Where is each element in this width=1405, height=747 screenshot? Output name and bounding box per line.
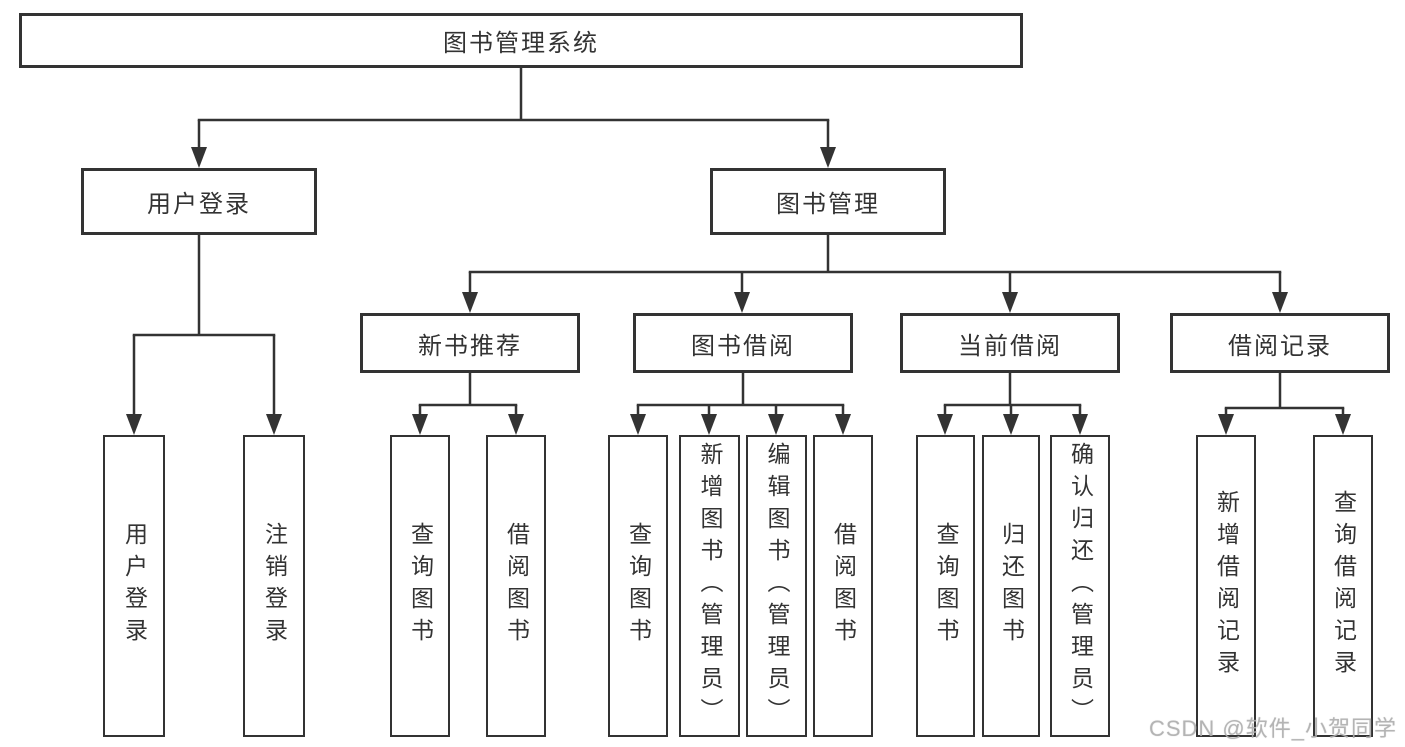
leaf-query-books-borrow: 查询图书 [608,435,668,737]
node-new-book-recommend: 新书推荐 [360,313,580,373]
node-user-login: 用户登录 [81,168,317,235]
leaf-query-books-recommend: 查询图书 [390,435,450,737]
node-current-borrow: 当前借阅 [900,313,1120,373]
arrowhead-icons [126,147,1351,435]
leaf-borrow-books: 借阅图书 [813,435,873,737]
leaf-edit-books-admin: 编辑图书（管理员） [746,435,807,737]
leaf-query-books-current: 查询图书 [916,435,975,737]
node-borrow-records: 借阅记录 [1170,313,1390,373]
node-book-borrow: 图书借阅 [633,313,853,373]
leaf-query-borrow-record: 查询借阅记录 [1313,435,1373,737]
node-root-system: 图书管理系统 [19,13,1023,68]
leaf-confirm-return-admin: 确认归还（管理员） [1050,435,1110,737]
leaf-user-login: 用户登录 [103,435,165,737]
leaf-logout: 注销登录 [243,435,305,737]
node-book-management: 图书管理 [710,168,946,235]
leaf-add-books-admin: 新增图书（管理员） [679,435,740,737]
leaf-add-borrow-record: 新增借阅记录 [1196,435,1256,737]
leaf-borrow-books-recommend: 借阅图书 [486,435,546,737]
leaf-return-books: 归还图书 [982,435,1040,737]
